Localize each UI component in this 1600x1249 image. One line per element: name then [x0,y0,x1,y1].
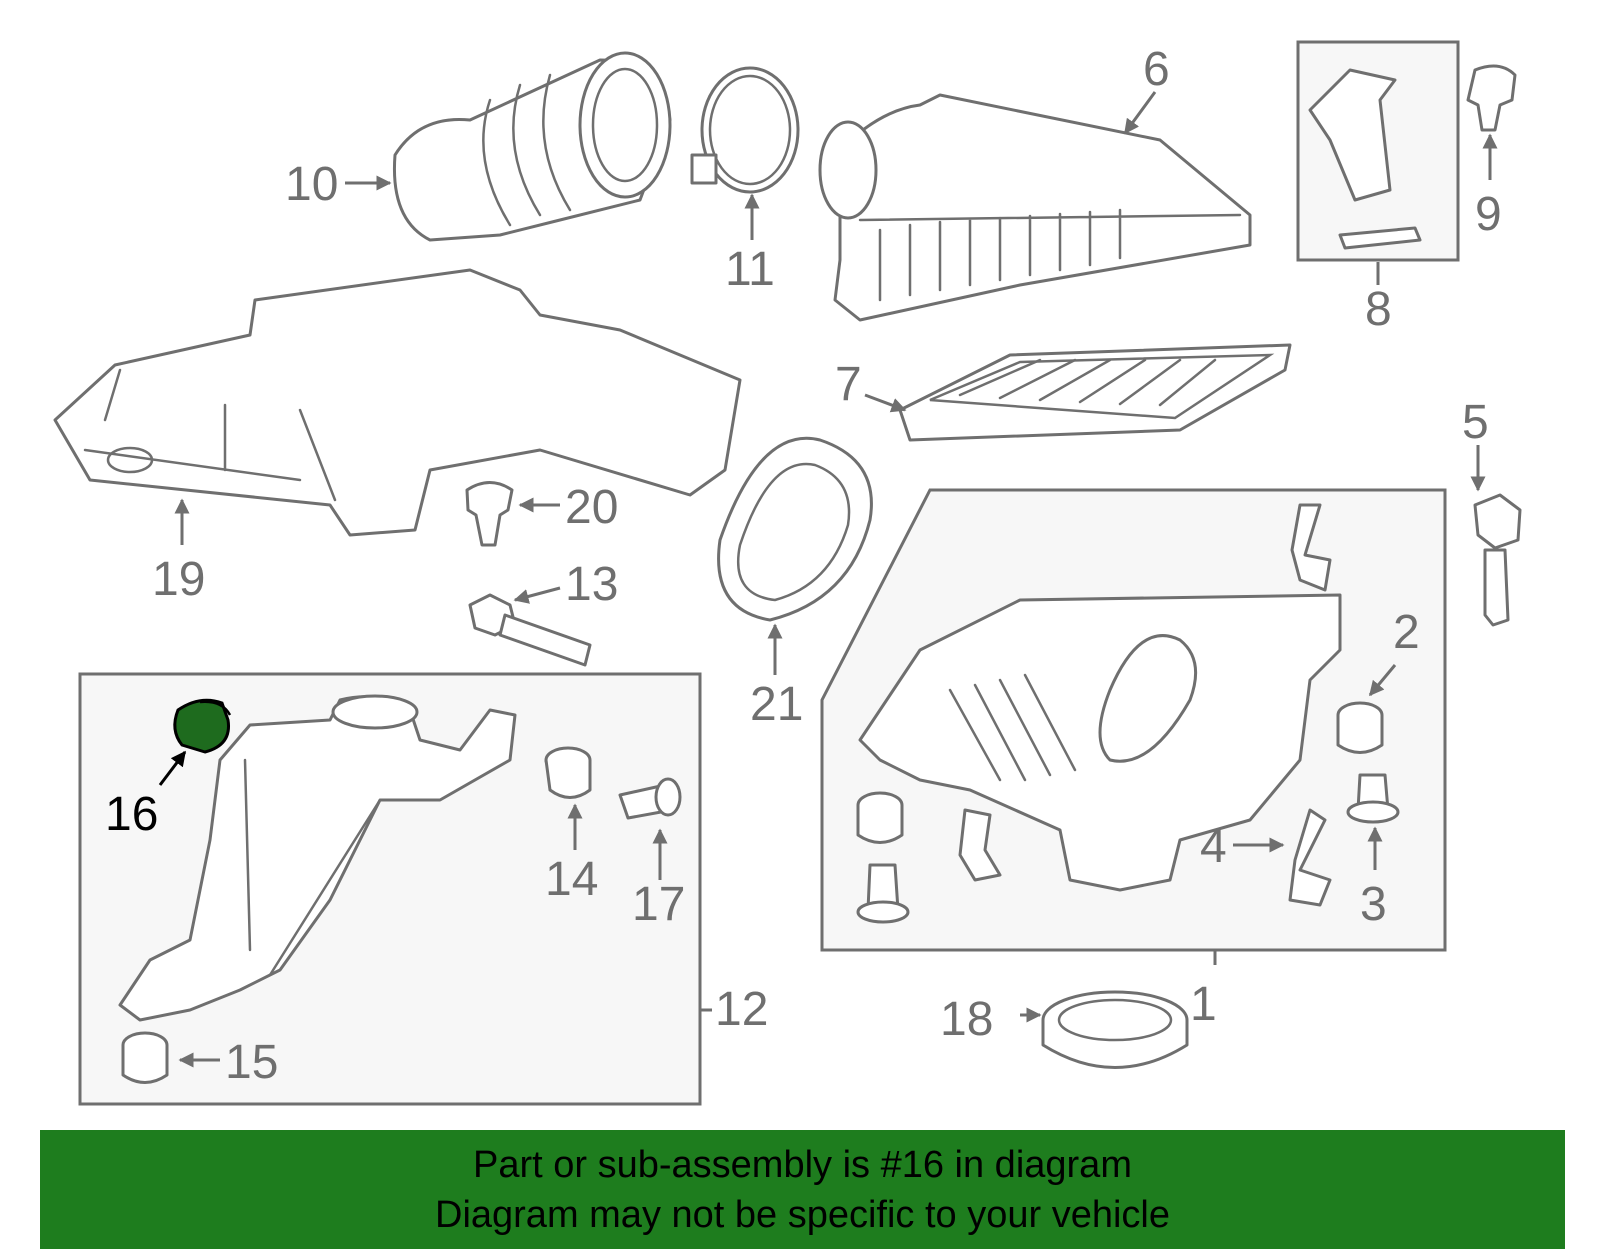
callout-18: 18 [940,993,993,1046]
callout-5: 5 [1462,396,1489,449]
clip-left-part [958,808,1002,882]
clamp-ring-part [690,66,800,194]
banner-line-1: Part or sub-assembly is #16 in diagram [473,1144,1132,1186]
bolt-5-part [1473,493,1522,627]
callout-19: 19 [152,553,205,606]
collar-left-part [856,863,910,924]
callout-16: 16 [105,788,158,841]
clip-top-part [1290,503,1332,592]
callout-7: 7 [835,358,862,411]
collar-3-part [1346,773,1400,824]
callout-3: 3 [1360,878,1387,931]
clip-4-part [1288,808,1332,907]
parts-diagram: 1 2 3 4 5 6 7 8 9 10 11 12 13 14 15 16 1… [53,40,1522,1106]
part-info-banner: Part or sub-assembly is #16 in diagram D… [40,1130,1565,1249]
callout-2: 2 [1393,606,1420,659]
callout-13: 13 [565,558,618,611]
callout-15: 15 [225,1036,278,1089]
bolt-13-part [468,593,592,667]
seal-ring-18-part [1041,990,1189,1069]
callout-11: 11 [725,243,775,296]
push-clip-9-part [1466,64,1517,132]
callout-6: 6 [1143,43,1170,96]
callout-9: 9 [1475,188,1502,241]
air-filter-part [898,343,1292,442]
collar-17-part [618,777,682,820]
air-cleaner-cover-part [818,93,1252,322]
grommet-2-part [1336,701,1384,754]
callout-21: 21 [750,678,803,731]
air-cleaner-housing-part [858,593,1342,892]
callout-14: 14 [545,853,598,906]
push-clip-20-part [465,481,514,547]
callout-4: 4 [1200,820,1227,873]
sensor-bracket-part [1308,68,1422,250]
grommet-15-part [121,1031,169,1084]
plug-16-part [173,698,232,754]
air-duct-part [53,268,742,537]
callout-10: 10 [285,158,338,211]
leader-lines [158,91,1498,1068]
callout-labels: 1 2 3 4 5 6 7 8 9 10 11 12 13 14 15 16 1… [105,43,1502,1089]
banner-line-2: Diagram may not be specific to your vehi… [435,1194,1170,1236]
callout-17: 17 [632,878,685,931]
intake-seal-part [717,436,873,622]
callout-12: 12 [715,983,768,1036]
grommet-14-part [544,746,592,799]
grommet-left-part [856,791,904,844]
callout-8: 8 [1365,283,1392,336]
callout-1: 1 [1190,978,1217,1031]
intake-hose-part [392,51,672,242]
callout-20: 20 [565,481,618,534]
resonator-part [118,694,517,1022]
